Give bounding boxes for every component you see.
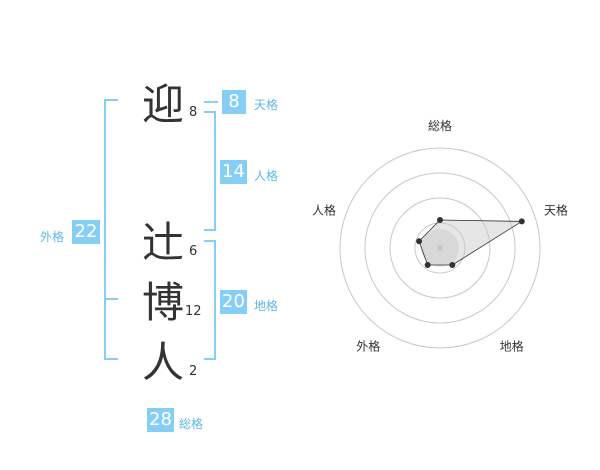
jinkaku-bracket-bottom bbox=[204, 229, 215, 231]
surname-strokes-1: 8 bbox=[189, 105, 198, 120]
gaikaku-value: 22 bbox=[72, 220, 100, 244]
given-strokes-1: 6 bbox=[189, 244, 198, 259]
chikaku-label: 地格 bbox=[254, 299, 279, 313]
soukaku-label: 総格 bbox=[179, 417, 204, 431]
jinkaku-bracket-top bbox=[204, 111, 215, 113]
tenkaku-bracket bbox=[204, 101, 218, 103]
chikaku-value: 20 bbox=[220, 290, 247, 314]
radar-axis-label: 地格 bbox=[500, 339, 524, 354]
radar-polygons bbox=[418, 219, 524, 266]
gaikaku-bracket-vert bbox=[104, 99, 106, 360]
soukaku-value: 28 bbox=[147, 408, 174, 432]
chikaku-bracket-bottom bbox=[204, 358, 215, 360]
radar-center-dot bbox=[437, 245, 443, 251]
radar-point bbox=[424, 261, 431, 268]
radar-point bbox=[416, 238, 423, 245]
radar-rings bbox=[339, 147, 541, 349]
gaikaku-bracket-top bbox=[104, 99, 118, 101]
given-strokes-2: 12 bbox=[185, 304, 202, 319]
given-strokes-3: 2 bbox=[189, 364, 198, 379]
radar-axis-label: 人格 bbox=[312, 202, 336, 217]
radar-axis-label: 天格 bbox=[544, 202, 568, 217]
given-char-3: 人 bbox=[142, 338, 185, 387]
gaikaku-label: 外格 bbox=[40, 230, 65, 244]
radar-points bbox=[416, 217, 525, 268]
given-char-1: 辻 bbox=[142, 218, 185, 267]
radar-axis-label: 外格 bbox=[356, 339, 380, 354]
chikaku-bracket-top bbox=[204, 240, 215, 242]
tenkaku-value: 8 bbox=[222, 90, 246, 114]
jinkaku-value: 14 bbox=[220, 160, 247, 184]
radar-point bbox=[518, 218, 525, 225]
chikaku-bracket-vert bbox=[214, 240, 216, 360]
jinkaku-bracket-vert bbox=[214, 111, 216, 231]
radar-ring bbox=[364, 172, 516, 324]
radar-ring bbox=[389, 197, 491, 299]
gaikaku-bracket-mid bbox=[104, 298, 118, 300]
surname-char-1: 迎 bbox=[142, 80, 185, 129]
radar-ring bbox=[339, 147, 541, 349]
radar-point bbox=[437, 217, 443, 223]
radar-series-polygon bbox=[418, 219, 524, 266]
tenkaku-label: 天格 bbox=[254, 98, 279, 112]
given-char-2: 博 bbox=[142, 278, 185, 327]
radar-axis-label: 総格 bbox=[428, 118, 452, 133]
jinkaku-label: 人格 bbox=[254, 169, 279, 183]
gaikaku-bracket-bottom bbox=[104, 358, 118, 360]
radar-point bbox=[449, 261, 456, 268]
